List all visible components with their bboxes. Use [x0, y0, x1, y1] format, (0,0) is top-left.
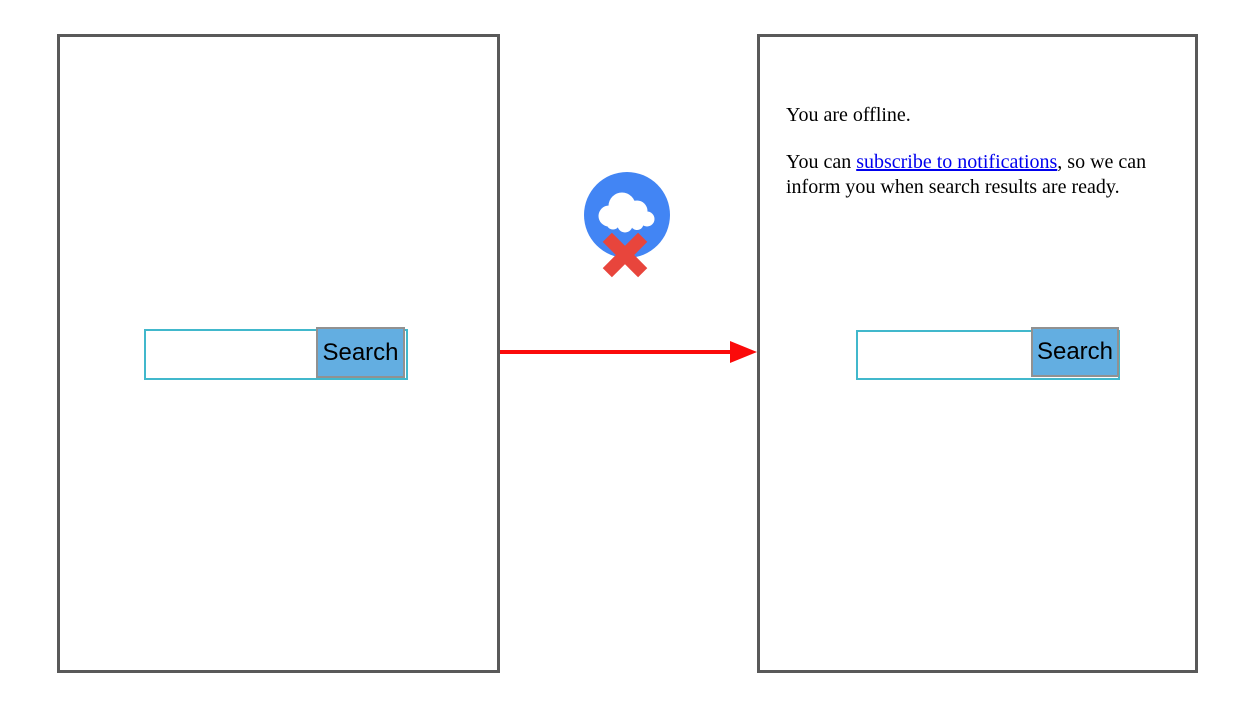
offline-status-text: You are offline.: [786, 104, 911, 126]
notification-text-before: You can: [786, 151, 857, 173]
flow-arrow-icon: [500, 341, 757, 363]
x-mark-icon: [602, 232, 648, 278]
search-button[interactable]: Search: [1031, 327, 1119, 377]
offline-message-block: You are offline. You can subscribe to no…: [786, 103, 1178, 200]
search-button[interactable]: Search: [316, 327, 405, 378]
browser-window-after: You are offline. You can subscribe to no…: [757, 34, 1198, 673]
cloud-icon: [598, 192, 655, 233]
notification-text: You can subscribe to notifications, so w…: [786, 150, 1178, 200]
subscribe-notifications-link[interactable]: subscribe to notifications: [856, 151, 1058, 173]
notification-text-after: , so we can inform you when search resul…: [786, 151, 1147, 198]
browser-window-before: Search: [57, 34, 500, 673]
offline-cloud-icon: [584, 172, 670, 278]
